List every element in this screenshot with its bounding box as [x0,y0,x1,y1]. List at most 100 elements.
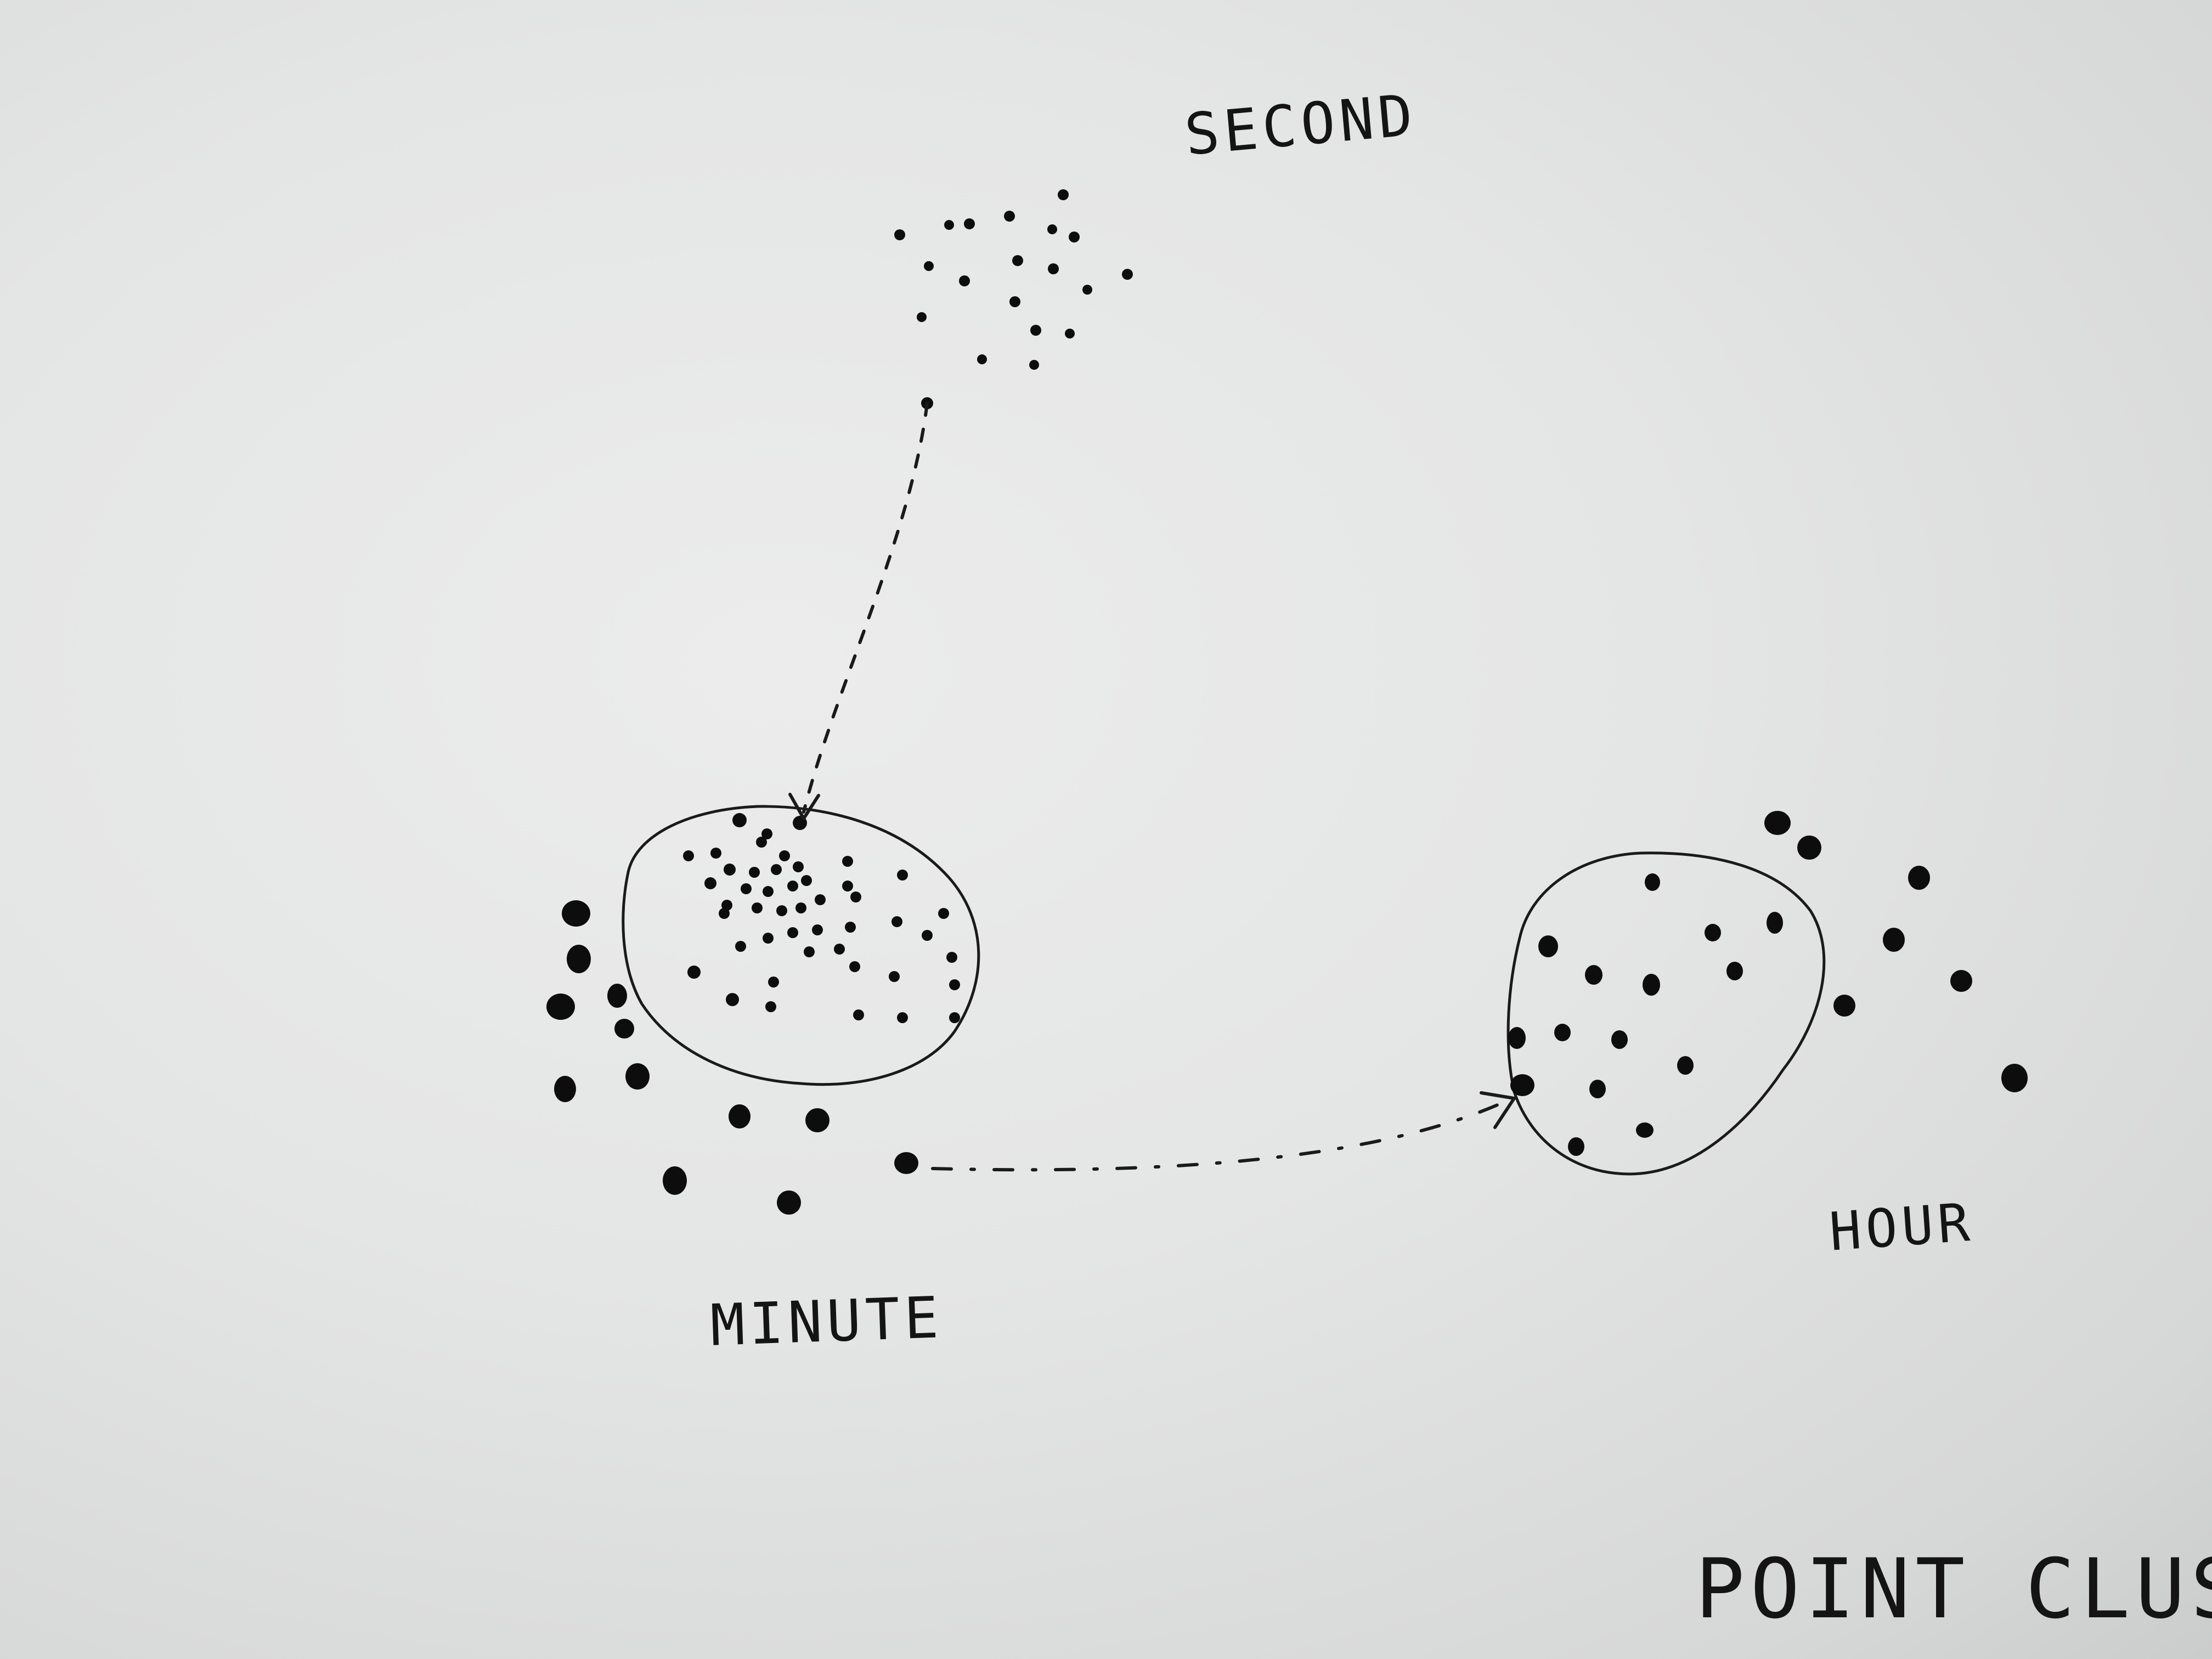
point-minute [756,837,767,848]
point-hour [1589,1080,1606,1098]
point-minute-outer [729,1104,751,1128]
point-second [1069,232,1080,242]
point-minute [897,870,908,881]
point-minute-outer [554,1076,576,1102]
point-minute [850,891,861,902]
point-minute [724,864,736,876]
minute-to-hour-arrowhead [1480,1091,1516,1129]
point-minute [710,848,721,859]
point-second [894,229,905,240]
hour-label: HOUR [1827,1191,1976,1263]
point-hour-outer [1908,866,1930,890]
point-minute [726,993,739,1006]
point-minute [741,883,752,894]
point-minute [719,908,730,919]
point-minute [704,877,716,889]
point-minute [687,966,701,979]
point-minute-outer [805,1108,830,1132]
point-minute [891,916,902,927]
point-hour [1767,912,1783,934]
point-second [1029,360,1039,370]
point-minute-outer [777,1190,801,1215]
point-minute [683,850,694,861]
minute-cluster [622,805,980,1086]
point-minute [889,971,900,982]
point-second [1030,325,1041,336]
point-second [1047,224,1057,234]
second-cluster [894,189,1133,409]
point-second [917,312,927,322]
point-minute [793,861,804,872]
point-minute [763,933,774,944]
point-hour [1554,1024,1571,1041]
hour-cluster [1506,851,1826,1176]
point-second [1009,296,1020,307]
point-second [977,354,987,364]
point-minute-outer [567,945,591,973]
point-second [964,218,975,229]
point-minute [938,908,949,919]
point-minute-outer [894,1152,918,1174]
point-minute [779,850,790,861]
point-hour [1585,965,1602,985]
point-second [959,275,970,286]
point-minute [735,941,746,952]
point-minute [776,905,787,916]
point-minute-outer [663,1166,687,1195]
point-minute [812,924,823,935]
point-hour [1726,962,1743,980]
point-second [924,261,934,271]
point-minute [795,902,806,913]
point-hour [1636,1122,1654,1138]
point-minute [853,1009,864,1020]
point-second [944,220,954,230]
point-second [1048,263,1059,274]
point-hour-outer [1883,928,1905,952]
point-second [1082,285,1092,295]
point-hour-outer [1833,995,1855,1017]
point-minute-outer [562,900,590,927]
point-hour-outer [2001,1064,2028,1092]
point-minute [897,1012,908,1023]
point-minute [845,922,856,933]
point-hour [1568,1137,1584,1156]
point-minute [804,946,815,957]
point-hour-outer [1950,970,1972,992]
point-minute [949,979,960,990]
point-minute [765,1001,776,1012]
point-minute [771,864,782,875]
point-second [1012,255,1023,266]
point-minute [752,902,763,913]
point-minute [763,886,774,897]
hour-outer-points [1764,811,2028,1092]
point-minute [849,961,860,972]
point-second [1058,189,1069,200]
point-minute [787,927,798,938]
point-minute [761,828,772,839]
point-second [1004,211,1015,222]
point-minute [787,881,798,891]
point-hour [1705,924,1721,941]
diagram-title: POINT CLUSTER [1695,1542,2212,1637]
point-minute [842,881,853,891]
point-hour [1508,1027,1526,1049]
point-hour [1645,873,1660,891]
point-minute [946,952,957,963]
minute-cluster-outline [622,805,980,1086]
point-minute-outer [614,1019,634,1039]
point-minute [801,875,812,886]
point-second [1065,329,1075,338]
point-hour [1510,1074,1534,1096]
point-minute-outer [546,994,575,1020]
point-hour [1677,1056,1694,1075]
point-minute [732,813,747,827]
point-second [1122,269,1133,280]
point-minute [815,894,826,905]
point-hour [1643,974,1660,996]
point-minute [949,1012,960,1023]
point-hour [1538,935,1558,957]
point-hour-outer [1797,836,1821,860]
point-minute [834,944,845,955]
